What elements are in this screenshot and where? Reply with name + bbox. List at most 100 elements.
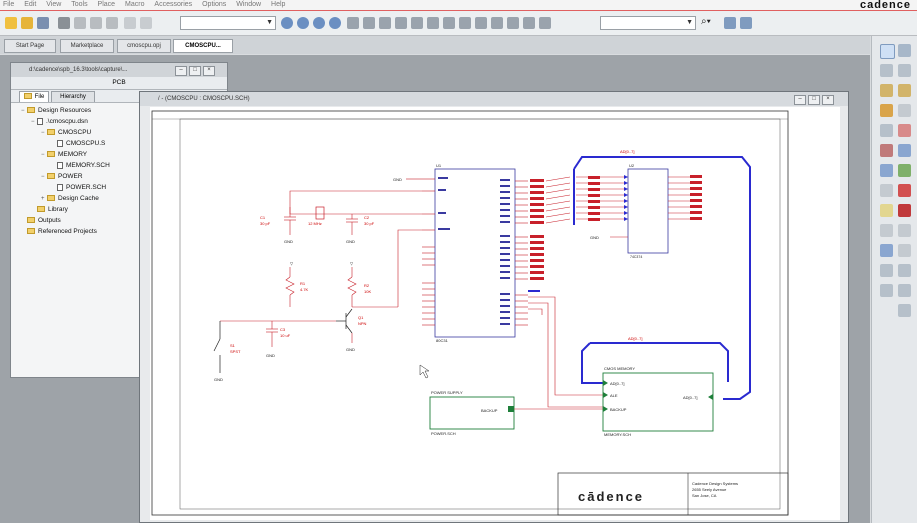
tab-file[interactable]: File: [19, 91, 49, 102]
mem-port-ale-marker[interactable]: [603, 392, 608, 398]
tab-start-page[interactable]: Start Page: [4, 39, 56, 53]
nav-forward-icon[interactable]: [740, 17, 752, 29]
place-rectangle-icon[interactable]: [898, 184, 911, 197]
bom-icon[interactable]: [411, 17, 423, 29]
place-hier-block-icon[interactable]: [898, 124, 911, 137]
back-annotate-icon[interactable]: [507, 17, 519, 29]
netlist-icon[interactable]: [395, 17, 407, 29]
tree-memory-page[interactable]: MEMORY.SCH: [21, 160, 227, 171]
place-junction-icon[interactable]: [898, 84, 911, 97]
print-icon[interactable]: [58, 17, 70, 29]
project-manager-icon[interactable]: [491, 17, 503, 29]
open-icon[interactable]: [21, 17, 33, 29]
menu-edit[interactable]: Edit: [24, 1, 37, 8]
collapse-icon[interactable]: −: [31, 119, 35, 125]
tree-design-file[interactable]: −.\cmoscpu.dsn: [21, 116, 227, 127]
help-icon[interactable]: [539, 17, 551, 29]
zoom-out-icon[interactable]: [297, 17, 309, 29]
capacitor-c1[interactable]: [284, 207, 296, 235]
expand-icon[interactable]: +: [41, 196, 45, 202]
switch-s1[interactable]: [213, 321, 221, 373]
place-hier-port-icon[interactable]: [880, 144, 893, 157]
menu-macro[interactable]: Macro: [125, 1, 145, 8]
select-tool-icon[interactable]: [880, 44, 895, 59]
tree-outputs[interactable]: Outputs: [21, 215, 227, 226]
place-text-icon[interactable]: [880, 204, 893, 217]
place-part-icon[interactable]: [898, 44, 911, 57]
collapse-icon[interactable]: −: [41, 130, 45, 136]
place-picture-icon[interactable]: [880, 244, 893, 257]
menu-help[interactable]: Help: [271, 1, 286, 8]
mem-port-ad-marker[interactable]: [603, 380, 608, 386]
menu-view[interactable]: View: [46, 1, 62, 8]
place-pin-icon[interactable]: [898, 264, 911, 277]
tab-marketplace[interactable]: Marketplace: [60, 39, 114, 53]
minimize-icon[interactable]: –: [175, 66, 187, 76]
new-icon[interactable]: [5, 17, 17, 29]
power-port-backup[interactable]: [508, 406, 514, 412]
visibility-icon[interactable]: [347, 17, 359, 29]
place-ground-icon[interactable]: [880, 124, 893, 137]
project-window-titlebar[interactable]: d:\cadence\spb_16.3\tools\capture\... – …: [11, 63, 227, 77]
place-polyline-icon[interactable]: [898, 224, 911, 237]
close-icon[interactable]: ×: [203, 66, 215, 76]
close-icon[interactable]: ×: [822, 95, 834, 105]
capacitor-c2[interactable]: [346, 214, 358, 235]
mem-port-backup-marker[interactable]: [603, 406, 608, 412]
place-arc-icon[interactable]: [880, 224, 893, 237]
crystal-y1[interactable]: [315, 206, 325, 220]
save-icon[interactable]: [37, 17, 49, 29]
auto-wire-icon[interactable]: [898, 304, 911, 317]
menu-place[interactable]: Place: [97, 1, 116, 8]
u2-body[interactable]: [627, 168, 669, 254]
place-no-connect-icon[interactable]: [898, 164, 911, 177]
collapse-icon[interactable]: −: [41, 152, 45, 158]
place-pin-array-icon[interactable]: [880, 284, 893, 297]
collapse-icon[interactable]: −: [21, 108, 25, 114]
place-ellipse-icon[interactable]: [898, 204, 911, 217]
annotate-icon[interactable]: [363, 17, 375, 29]
menu-accessories[interactable]: Accessories: [154, 1, 193, 8]
binoculars-icon[interactable]: ⌕▾: [701, 16, 711, 27]
nav-back-icon[interactable]: [724, 17, 736, 29]
tree-design-cache[interactable]: +Design Cache: [21, 193, 227, 204]
redo-icon[interactable]: [140, 17, 152, 29]
undo-icon[interactable]: [124, 17, 136, 29]
menu-tools[interactable]: Tools: [71, 1, 88, 8]
place-text-frame-icon[interactable]: [898, 284, 911, 297]
tree-design-resources[interactable]: −Design Resources: [21, 105, 227, 116]
menu-options[interactable]: Options: [202, 1, 227, 8]
power-supply-block[interactable]: [429, 396, 515, 430]
bus-ad-top[interactable]: [573, 156, 751, 400]
schematic-window-titlebar[interactable]: / - (CMOSCPU : CMOSCPU.SCH) – □ ×: [140, 92, 848, 106]
resistor-r2[interactable]: [347, 267, 357, 307]
library-icon[interactable]: [443, 17, 455, 29]
place-power-icon[interactable]: [898, 104, 911, 117]
paste-icon[interactable]: [106, 17, 118, 29]
place-net-alias-icon[interactable]: [898, 64, 911, 77]
maximize-icon[interactable]: □: [808, 95, 820, 105]
menu-window[interactable]: Window: [236, 1, 262, 8]
schematic-canvas[interactable]: U1 80C31: [150, 107, 840, 520]
place-bookmark-icon[interactable]: [880, 264, 893, 277]
bus-ad-bottom[interactable]: [528, 290, 729, 384]
place-hier-pin-icon[interactable]: [898, 144, 911, 157]
zoom-all-icon[interactable]: [329, 17, 341, 29]
capacitor-c3[interactable]: [266, 321, 278, 347]
place-bus-entry-icon[interactable]: [880, 104, 893, 117]
cross-reference-icon[interactable]: [427, 17, 439, 29]
search-combo[interactable]: ▼: [600, 16, 696, 30]
tree-memory-folder[interactable]: −MEMORY: [21, 149, 227, 160]
collapse-icon[interactable]: −: [41, 174, 45, 180]
place-bus-icon[interactable]: [880, 84, 893, 97]
area-select-icon[interactable]: [475, 17, 487, 29]
maximize-icon[interactable]: □: [189, 66, 201, 76]
tree-power-page[interactable]: POWER.SCH: [21, 182, 227, 193]
place-offpage-icon[interactable]: [880, 164, 893, 177]
drc-icon[interactable]: [379, 17, 391, 29]
tab-hierarchy[interactable]: Hierarchy: [51, 91, 95, 102]
tree-cmoscpu-folder[interactable]: −CMOSCPU: [21, 127, 227, 138]
menu-file[interactable]: File: [3, 1, 15, 8]
cut-icon[interactable]: [74, 17, 86, 29]
minimize-icon[interactable]: –: [794, 95, 806, 105]
